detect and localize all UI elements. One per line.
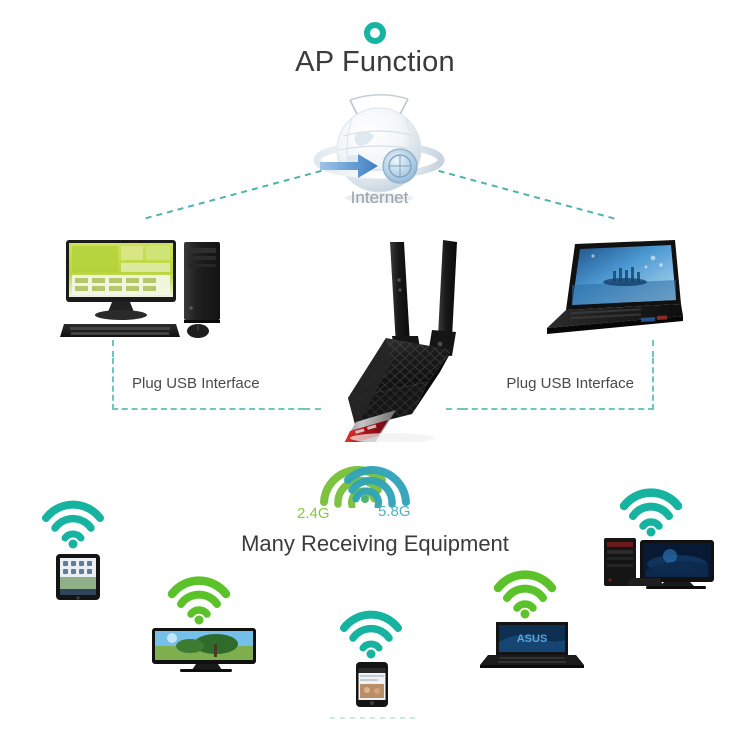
usb-label-text: Plug USB Interface: [506, 374, 634, 392]
television-device-node: [146, 568, 264, 678]
usb-label-text: Plug USB Interface: [132, 374, 260, 392]
tablet-device-node: [38, 492, 130, 607]
band-label-58g: 5.8G: [378, 503, 411, 520]
wifi-icon: [619, 488, 683, 530]
internet-globe-icon: [312, 88, 447, 213]
dual-band-wifi-icon: [308, 466, 422, 513]
section-heading: Many Receiving Equipment: [241, 531, 509, 556]
globe-to-laptop-link: [427, 167, 617, 220]
desktop-tower-device-node: [598, 482, 720, 595]
ring-icon: [364, 22, 386, 44]
laptop-icon: [533, 238, 683, 348]
band-label-24g: 2.4G: [297, 505, 330, 522]
wifi-icon: [42, 500, 104, 542]
smartphone-device-node: [334, 602, 426, 712]
desktop-computer-icon: [58, 238, 238, 348]
wifi-icon: [340, 610, 402, 652]
svg-text:ASUS: ASUS: [517, 633, 548, 645]
wifi-icon: [493, 570, 557, 612]
internet-label: Internet: [350, 188, 409, 207]
globe-to-desktop-link: [142, 167, 333, 220]
plug-usb-interface-label-left: Plug USB Interface: [112, 358, 304, 410]
plug-usb-interface-label-right: Plug USB Interface: [462, 358, 654, 410]
asus-laptop-device-node: ASUS: [474, 562, 592, 675]
usb-wifi-adapter: [300, 232, 470, 453]
page-title: AP Function: [295, 46, 455, 78]
wifi-icon: [167, 576, 231, 618]
